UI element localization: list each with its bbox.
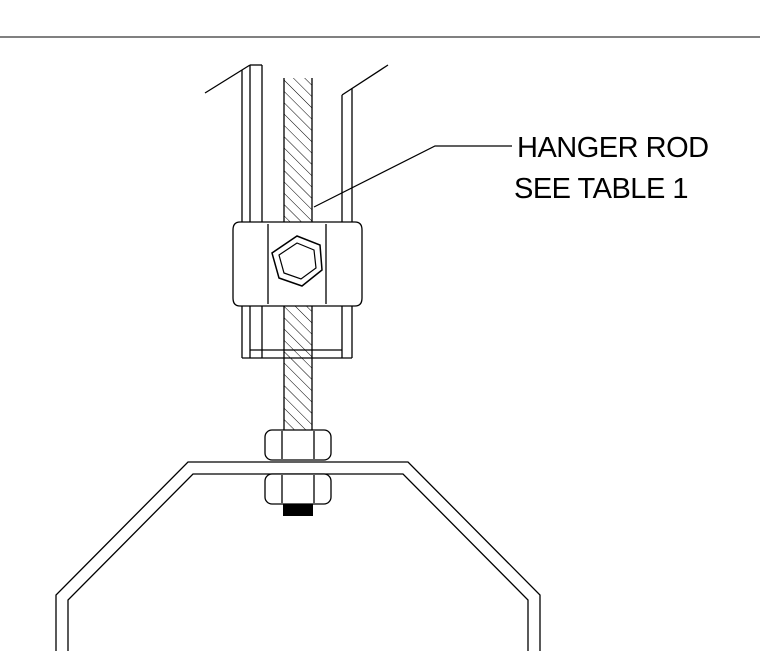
hanger-rod-lower <box>283 305 313 430</box>
lower-hex-nut <box>264 473 332 505</box>
rod-end <box>283 504 313 516</box>
upper-hex-nut <box>264 429 332 461</box>
hanger-rod-upper <box>283 78 313 223</box>
channel-nut-clamp <box>232 221 363 307</box>
callout-leader-line <box>313 145 512 208</box>
callout-label-hanger-rod: HANGER ROD <box>517 132 709 164</box>
callout-label-see-table: SEE TABLE 1 <box>514 173 688 205</box>
